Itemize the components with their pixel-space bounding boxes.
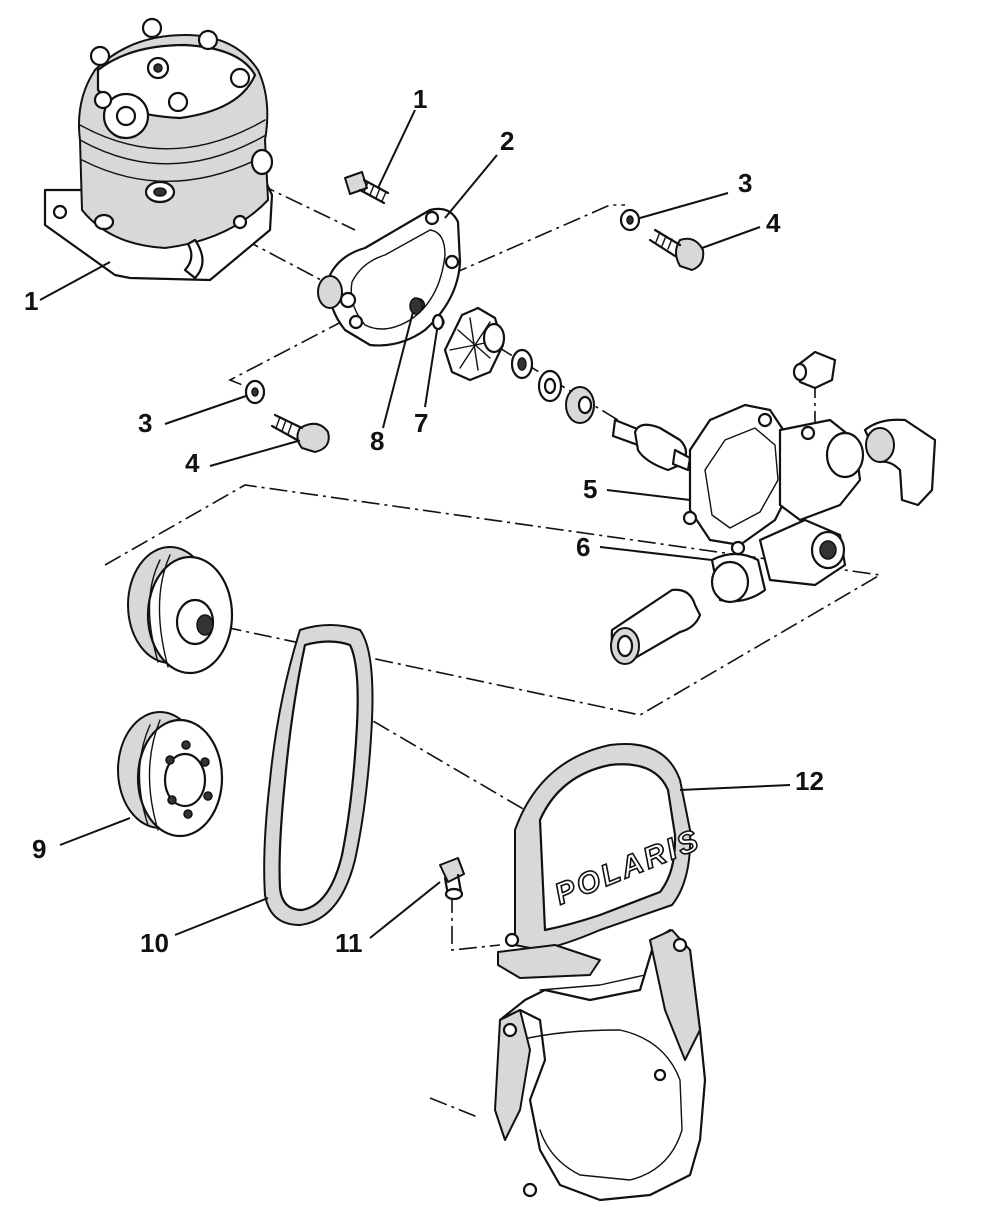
callout-labels: 1 1 2 3 4 3 4 8 7 5 6 12 9 10 11: [24, 84, 824, 958]
callout-3-upper: 3: [738, 168, 752, 198]
callout-7: 7: [414, 408, 428, 438]
washer-lower: [244, 379, 266, 405]
callout-9: 9: [32, 834, 46, 864]
seal-8: [409, 297, 423, 315]
callout-6: 6: [576, 532, 590, 562]
pump-housing: [682, 403, 937, 604]
impeller-assembly: [443, 306, 692, 472]
bolt-upper: [344, 171, 390, 205]
callout-10: 10: [140, 928, 169, 958]
callout-3-lower: 3: [138, 408, 152, 438]
pulley-9: [117, 711, 224, 838]
mounting-plate: [494, 928, 707, 1202]
washer-upper: [619, 208, 641, 232]
pipe-sleeve: [610, 588, 702, 665]
bolt-right: [648, 228, 705, 271]
callout-4-upper: 4: [766, 208, 781, 238]
callout-5: 5: [583, 474, 597, 504]
callout-1-upper: 1: [413, 84, 427, 114]
drive-pulley: [127, 546, 234, 675]
drive-belt: [263, 624, 374, 926]
bolt-11: [439, 857, 465, 901]
callout-2: 2: [500, 126, 514, 156]
engine-cylinder: [43, 17, 274, 282]
leader-lines: [39, 109, 791, 939]
callout-4-lower: 4: [185, 448, 200, 478]
belt-guard: POLARIS: [497, 743, 707, 979]
o-ring-7: [431, 313, 445, 331]
callout-1-cylinder: 1: [24, 286, 38, 316]
callout-11: 11: [335, 928, 363, 958]
callout-12: 12: [795, 766, 824, 796]
hose-fitting: [792, 350, 837, 390]
callout-8: 8: [370, 426, 384, 456]
bolt-lower: [270, 413, 330, 453]
